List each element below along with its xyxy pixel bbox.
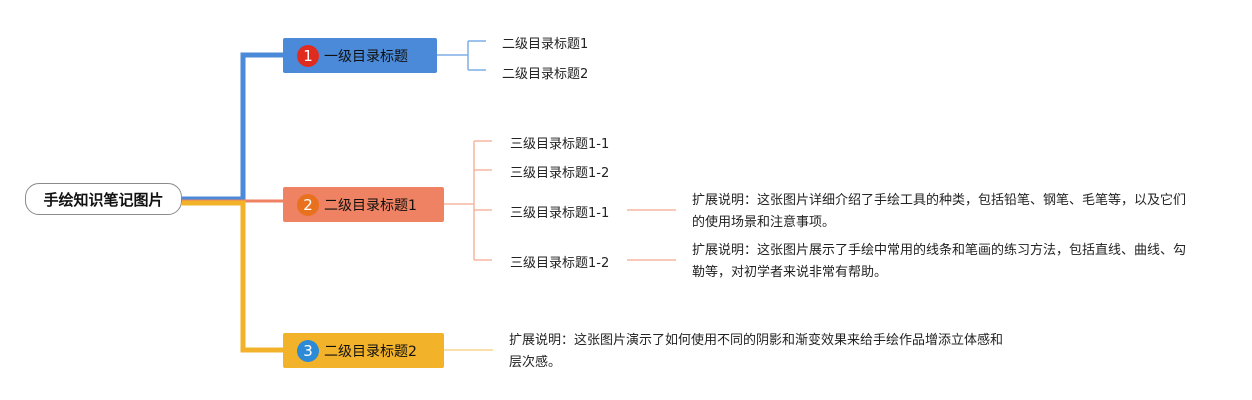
branch-2-child-1[interactable]: 三级目录标题1-1 [510, 137, 610, 152]
branch-3-note-1: 扩展说明：这张图片演示了如何使用不同的阴影和渐变效果来给手绘作品增添立体感和层次… [509, 333, 1004, 370]
branch-2-child-3[interactable]: 三级目录标题1-1 [510, 206, 610, 221]
branch-2-note-2: 扩展说明：这张图片展示了手绘中常用的线条和笔画的练习方法，包括直线、曲线、勾勒等… [692, 243, 1187, 280]
branch-1-child-2[interactable]: 二级目录标题2 [502, 67, 589, 82]
branch-3[interactable]: 3 二级目录标题2 [283, 333, 444, 368]
branch-2-label: 二级目录标题1 [324, 197, 417, 214]
link-root-branch1 [182, 52, 283, 202]
branch-3-label: 二级目录标题2 [324, 343, 417, 360]
badge-2-icon: 2 [297, 193, 319, 216]
root-node[interactable]: 手绘知识笔记图片 [25, 183, 182, 215]
badge-1-icon: 1 [297, 44, 319, 67]
link-branch1-children [437, 40, 486, 71]
branch-1-child-1[interactable]: 二级目录标题1 [502, 37, 589, 52]
branch-1-label: 一级目录标题 [324, 48, 408, 65]
branch-1[interactable]: 1 一级目录标题 [283, 38, 437, 73]
branch-2-child-2[interactable]: 三级目录标题1-2 [510, 166, 610, 181]
branch-2-child-4[interactable]: 三级目录标题1-2 [510, 256, 610, 271]
badge-3-icon: 3 [297, 339, 319, 362]
branch-2[interactable]: 2 二级目录标题1 [283, 187, 444, 222]
link-root-branch3 [182, 200, 283, 353]
branch-2-note-1: 扩展说明：这张图片详细介绍了手绘工具的种类，包括铅笔、钢笔、毛笔等，以及它们的使… [692, 193, 1187, 230]
link-branch2-children [444, 140, 492, 261]
